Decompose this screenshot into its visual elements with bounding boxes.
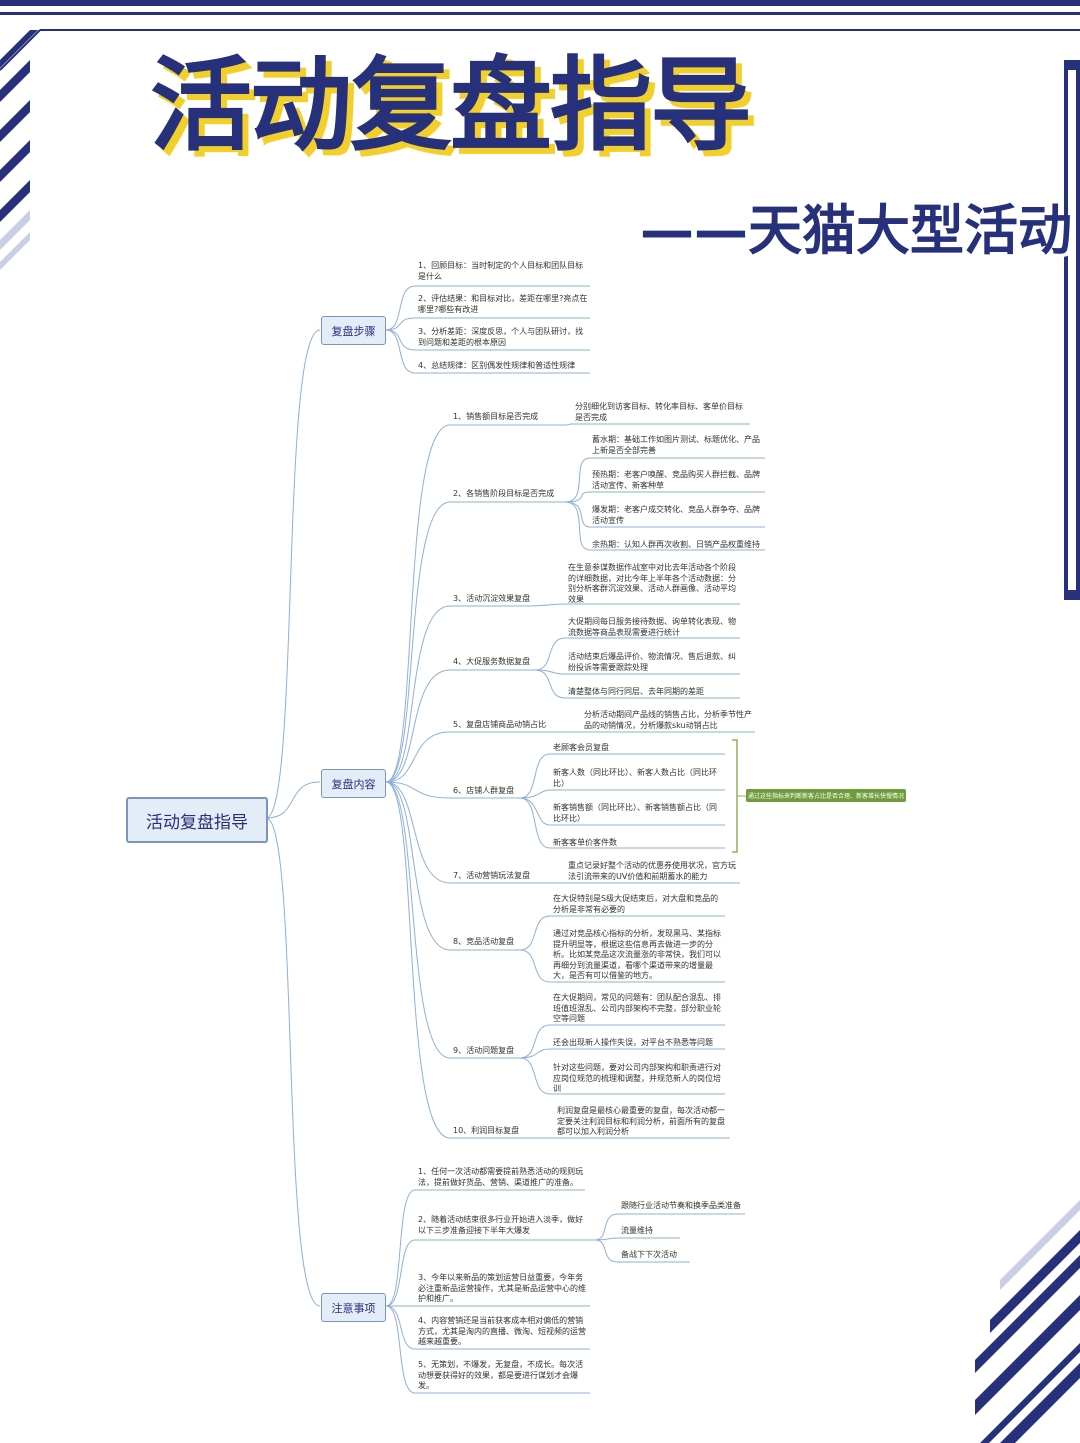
content-detail: 清楚整体与同行同层、去年同期的差距: [568, 687, 704, 696]
step-item: 3、分析差距：深度反思，个人与团队研讨，找到问题和差距的根本原因: [418, 327, 584, 347]
notes-item: 3、今年以来新品的策划运营日益重要，今年务必注重新品运营操作，尤其是新品运营中心…: [418, 1273, 586, 1303]
content-detail: 活动结束后爆品评价、物流情况、售后退款、纠纷投诉等需要跟踪处理: [568, 652, 736, 672]
content-detail: 爆发期：老客户成交转化、竞品人群争夺、品牌活动宣传: [592, 505, 760, 525]
notes-subitem: 流量维持: [621, 1226, 653, 1235]
content-detail: 分别细化到访客目标、转化率目标、客单价目标是否完成: [575, 402, 743, 422]
content-detail: 预热期：老客户唤醒、竞品购买人群拦截、品牌活动宣传、新客种草: [592, 470, 760, 490]
content-item-label: 10、利润目标复盘: [453, 1126, 520, 1135]
content-detail: 老顾客会员复盘: [553, 743, 609, 752]
content-item-label: 1、销售额目标是否完成: [453, 412, 539, 421]
page-subtitle: ——天猫大型活动: [640, 199, 1072, 262]
content-detail: 新客销售额（同比环比）、新客销售额占比（同比环比）: [553, 803, 717, 823]
content-detail: 新客人数（同比环比）、新客人数占比（同比环比）: [553, 768, 717, 788]
step-item: 4、总结规律：区别偶发性规律和普适性规律: [418, 361, 576, 370]
content-detail: 余热期：认知人群再次收割、日销产品权重维持: [592, 540, 760, 549]
content-item-label: 4、大促服务数据复盘: [453, 657, 531, 666]
branch-content[interactable]: 复盘内容: [321, 769, 386, 798]
content-detail: 还会出现新人操作失误，对平台不熟悉等问题: [553, 1038, 713, 1047]
content-detail: 针对这些问题，要对公司内部架构和职责进行对应岗位规范的梳理和调整，并规范新人的岗…: [553, 1063, 721, 1093]
branch-notes[interactable]: 注意事项: [321, 1293, 386, 1322]
content-item-label: 8、竞品活动复盘: [453, 937, 515, 946]
mindmap-root[interactable]: 活动复盘指导: [126, 797, 268, 843]
content-detail: 分析活动期间产品线的销售占比，分析季节性产品的动销情况，分析爆款sku动销占比: [584, 710, 752, 730]
content-detail: 蓄水期：基础工作如图片测试、标题优化、产品上新是否全部完善: [592, 435, 760, 455]
notes-item: 1、任何一次活动都需要提前熟悉活动的规则玩法，提前做好货品、营销、渠道推广的准备…: [418, 1167, 584, 1187]
step-item: 1、回顾目标：当时制定的个人目标和团队目标是什么: [418, 261, 584, 281]
content-item-label: 7、活动营销玩法复盘: [453, 871, 531, 880]
content-detail: 新客客单价客件数: [553, 838, 617, 847]
branch-steps[interactable]: 复盘步骤: [321, 316, 386, 345]
notes-subitem: 备战下下次活动: [621, 1250, 677, 1259]
content-detail: 在生意参谋数据作战室中对比去年活动各个阶段的详细数据，对比今年上半年各个活动数据…: [568, 563, 736, 604]
content-item-label: 5、复盘店铺商品动销占比: [453, 720, 547, 729]
content-detail: 在大促期间，常见的问题有：团队配合混乱、排班值班混乱、公司内部架构不完整，部分职…: [553, 993, 721, 1023]
content-detail: 在大促特别是S级大促结束后，对大盘和竞品的分析是非常有必要的: [553, 894, 719, 914]
content-item-label: 9、活动问题复盘: [453, 1046, 515, 1055]
content-detail: 重点记录好整个活动的优惠券使用状况，官方玩法引流带来的UV价值和前期蓄水的能力: [568, 861, 736, 881]
notes-item: 4、内容营销还是当前获客成本相对偏低的营销方式，尤其是淘内的直播、微淘、短视频的…: [418, 1316, 586, 1346]
notes-subitem: 跟随行业活动节奏和换季品类准备: [621, 1201, 741, 1210]
content-item-label: 6、店铺人群复盘: [453, 786, 515, 795]
page-title: 活动复盘指导: [150, 47, 752, 166]
content-detail: 通过对竞品核心指标的分析，发现黑马、某指标提升明显等，根据这些信息再去做进一步的…: [553, 929, 721, 980]
content-detail: 利润复盘是最核心最重要的复盘，每次活动都一定要关注利润目标和利润分析，前面所有的…: [557, 1106, 725, 1136]
content-detail: 大促期间每日服务接待数据、询单转化表现、物流数据等商品表现需要进行统计: [568, 617, 736, 637]
content-item-label: 2、各销售阶段目标是否完成: [453, 489, 555, 498]
step-item: 2、评估结果：和目标对比，差距在哪里?亮点在哪里?哪些有改进: [418, 294, 588, 314]
content-item-label: 3、活动沉淀效果复盘: [453, 594, 531, 603]
notes-item: 2、随着活动结束很多行业开始进入淡季，做好以下三步准备迎接下半年大爆发: [418, 1215, 584, 1235]
notes-item: 5、无策划，不爆发，无复盘，不成长。每次活动想要获得好的效果，都是要进行谋划才会…: [418, 1360, 584, 1390]
content-summary-note: 通过这些指标来判断新客占比是否合理、新客增长快慢情况: [746, 789, 906, 802]
